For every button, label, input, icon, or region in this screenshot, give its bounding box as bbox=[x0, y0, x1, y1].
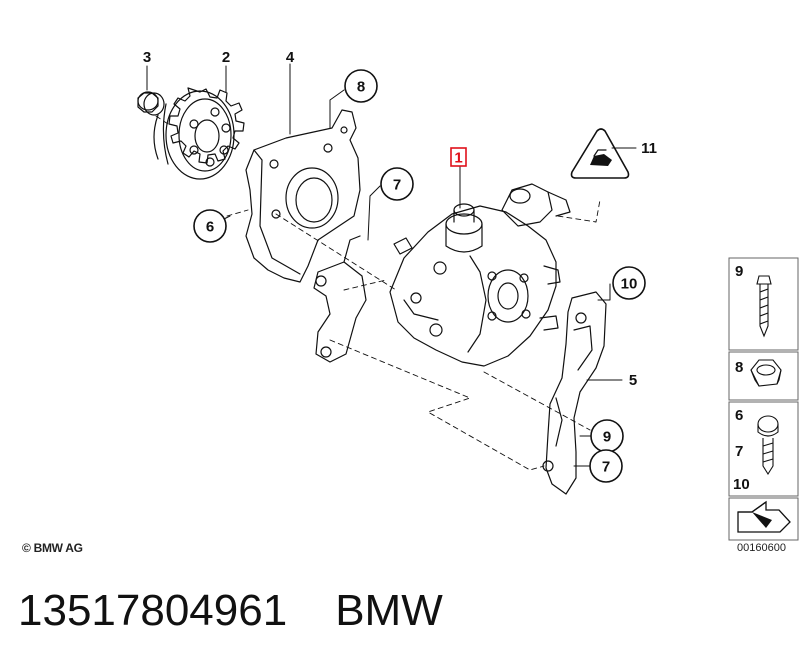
diagram-id: 00160600 bbox=[737, 542, 786, 554]
copyright-text: © BMW AG bbox=[22, 541, 83, 555]
callout-7-lower: 7 bbox=[589, 449, 623, 483]
svg-text:6: 6 bbox=[206, 219, 214, 236]
part-caption: 13517804961 BMW bbox=[18, 586, 443, 636]
callout-5: 5 bbox=[629, 372, 637, 389]
nut-part bbox=[137, 91, 165, 116]
legend-column: 9 8 6 7 10 bbox=[728, 257, 799, 541]
direction-arrow-icon bbox=[728, 497, 799, 541]
callout-1-highlighted: 1 bbox=[450, 147, 467, 167]
svg-text:8: 8 bbox=[735, 359, 743, 376]
bracket-plate bbox=[245, 109, 361, 283]
callout-8: 8 bbox=[344, 69, 378, 103]
sprocket-gear bbox=[153, 87, 245, 180]
legend-bolt-9: 9 bbox=[728, 257, 799, 351]
leader-lines bbox=[146, 63, 637, 467]
legend-bolt-6-7-10: 6 7 10 bbox=[728, 401, 799, 497]
part-number: 13517804961 bbox=[18, 586, 288, 635]
callout-10: 10 bbox=[612, 266, 646, 300]
svg-text:7: 7 bbox=[602, 459, 610, 476]
callout-3: 3 bbox=[143, 49, 151, 66]
callout-6: 6 bbox=[193, 209, 227, 243]
brand-name: BMW bbox=[335, 586, 443, 635]
svg-text:9: 9 bbox=[735, 263, 743, 280]
callout-9: 9 bbox=[590, 419, 624, 453]
svg-text:10: 10 bbox=[733, 476, 750, 493]
pump-bracket-5 bbox=[542, 291, 607, 495]
svg-text:7: 7 bbox=[393, 177, 401, 194]
svg-text:7: 7 bbox=[735, 443, 743, 460]
svg-text:9: 9 bbox=[603, 429, 611, 446]
callout-2: 2 bbox=[222, 49, 230, 66]
svg-text:10: 10 bbox=[621, 276, 638, 293]
high-pressure-pump bbox=[389, 183, 571, 367]
support-bracket bbox=[313, 235, 367, 363]
svg-text:8: 8 bbox=[357, 79, 365, 96]
legend-nut-8: 8 bbox=[728, 351, 799, 401]
svg-text:6: 6 bbox=[735, 407, 743, 424]
svg-text:1: 1 bbox=[454, 150, 462, 167]
assembly-lines bbox=[155, 115, 601, 471]
callout-7-upper: 7 bbox=[380, 167, 414, 201]
callout-11: 11 bbox=[641, 140, 657, 157]
callout-4: 4 bbox=[286, 49, 295, 66]
warning-triangle-icon bbox=[570, 128, 630, 179]
